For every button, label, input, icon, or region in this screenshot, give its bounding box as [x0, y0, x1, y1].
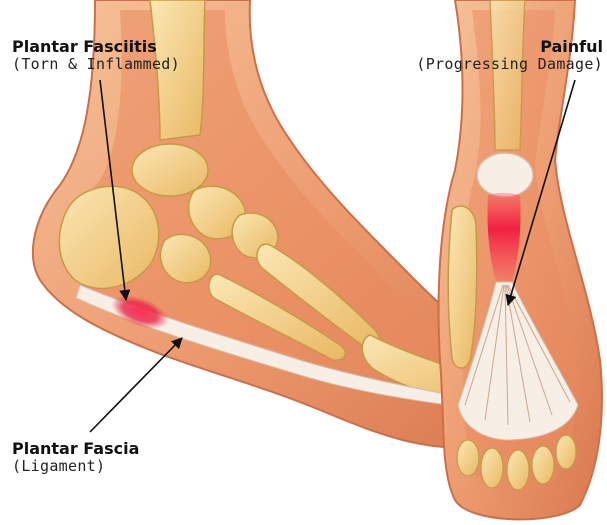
painful-label: Painful (Progressing Damage) — [416, 38, 603, 74]
plantar-fascia-title: Plantar Fascia — [12, 440, 139, 458]
painful-title: Painful — [416, 38, 603, 56]
painful-subtitle: (Progressing Damage) — [416, 56, 603, 73]
plantar-fasciitis-title: Plantar Fasciitis — [12, 38, 180, 56]
plantar-fasciitis-subtitle: (Torn & Inflammed) — [12, 56, 180, 73]
sole-foot-tibia — [490, 0, 525, 150]
sole-foot-lateral-bones — [448, 206, 477, 368]
plantar-fasciitis-label: Plantar Fasciitis (Torn & Inflammed) — [12, 38, 180, 74]
sole-view-foot — [439, 0, 602, 519]
plantar-fascia-label: Plantar Fascia (Ligament) — [12, 440, 139, 476]
side-foot-talus — [132, 144, 208, 196]
sole-foot-heel — [477, 153, 533, 197]
arrow-plantar-fascia — [90, 338, 182, 432]
plantar-fascia-subtitle: (Ligament) — [12, 458, 139, 475]
